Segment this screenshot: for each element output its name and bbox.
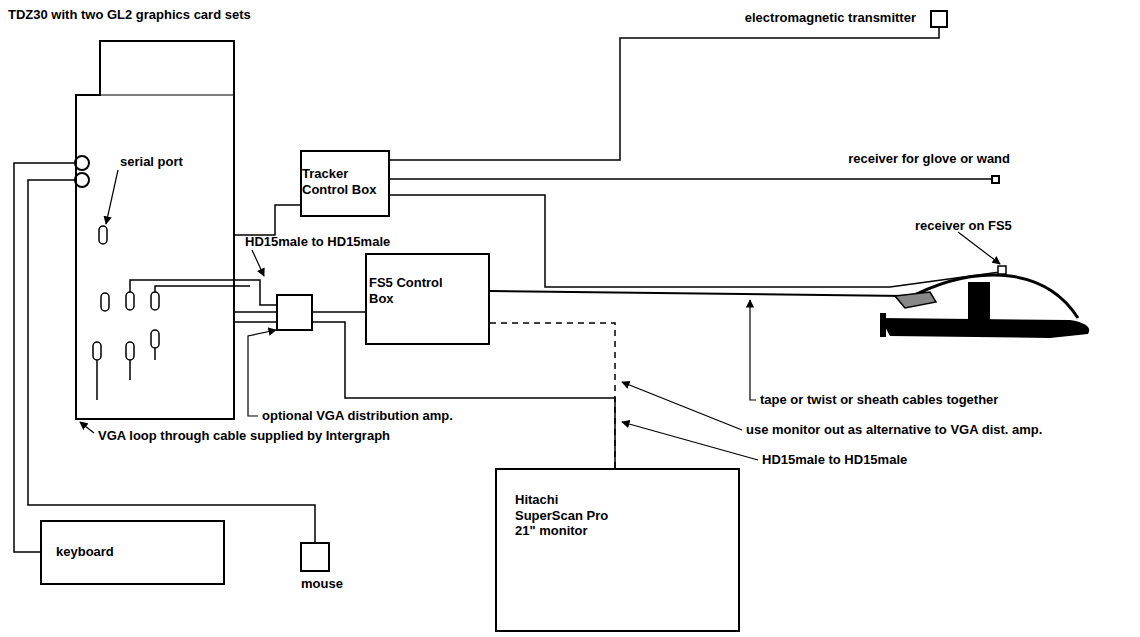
amp-label: optional VGA distribution amp. — [262, 408, 453, 424]
node-text: receiver for glove or wand — [848, 151, 1010, 167]
cable-connector — [235, 205, 300, 235]
cable-connector — [14, 163, 75, 552]
node-text: Tracker Control Box — [302, 152, 380, 197]
cable-label: VGA loop through cable supplied by Inter… — [98, 428, 390, 444]
receiver-label: receiver on FS5 — [915, 218, 1012, 234]
cable-connector — [490, 323, 615, 468]
cable-label: HD15male to HD15male — [762, 452, 907, 468]
monitor-box: Hitachi SuperScan Pro 21" monitor — [495, 468, 740, 632]
cable-connector — [390, 178, 991, 180]
cable-connector — [390, 28, 939, 160]
tracker-box: Tracker Control Box — [300, 150, 390, 217]
node-text: Hitachi SuperScan Pro 21" monitor — [497, 470, 625, 539]
ps2-port — [75, 173, 89, 187]
node-text: FS5 Control Box — [367, 255, 449, 306]
node-text: TDZ30 with two GL2 graphics card sets — [8, 7, 251, 23]
vga-cable — [155, 286, 250, 292]
transmitter-box: electromagnetic transmitter — [930, 10, 948, 28]
serial-port — [99, 226, 107, 244]
note-label: use monitor out as alternative to VGA di… — [746, 422, 1042, 438]
fs5-box: FS5 Control Box — [365, 253, 490, 345]
chassis-outline — [75, 40, 235, 420]
vga-cable — [130, 280, 277, 305]
cable-label: HD15male to HD15male — [245, 234, 390, 250]
node-text: electromagnetic transmitter — [745, 10, 916, 26]
mouse-box: mouse — [300, 542, 330, 572]
leader-lines — [80, 170, 1000, 460]
fs5-receiver — [998, 266, 1006, 274]
fs5-headset — [880, 266, 1089, 338]
ps2-port — [75, 156, 89, 170]
vga-connectors — [93, 292, 159, 360]
node-text: keyboard — [42, 522, 223, 560]
note-label: tape or twist or sheath cables together — [760, 392, 998, 408]
vga-distribution-amp — [277, 295, 312, 330]
glove-receiver-box: receiver for glove or wand — [991, 175, 1000, 184]
keyboard-box: keyboard — [40, 520, 225, 585]
fs5-cable — [490, 291, 905, 296]
port-label: serial port — [120, 154, 183, 170]
node-text: mouse — [301, 576, 343, 592]
computer-chassis: TDZ30 with two GL2 graphics card sets — [75, 40, 235, 420]
loop-cable — [97, 348, 155, 400]
